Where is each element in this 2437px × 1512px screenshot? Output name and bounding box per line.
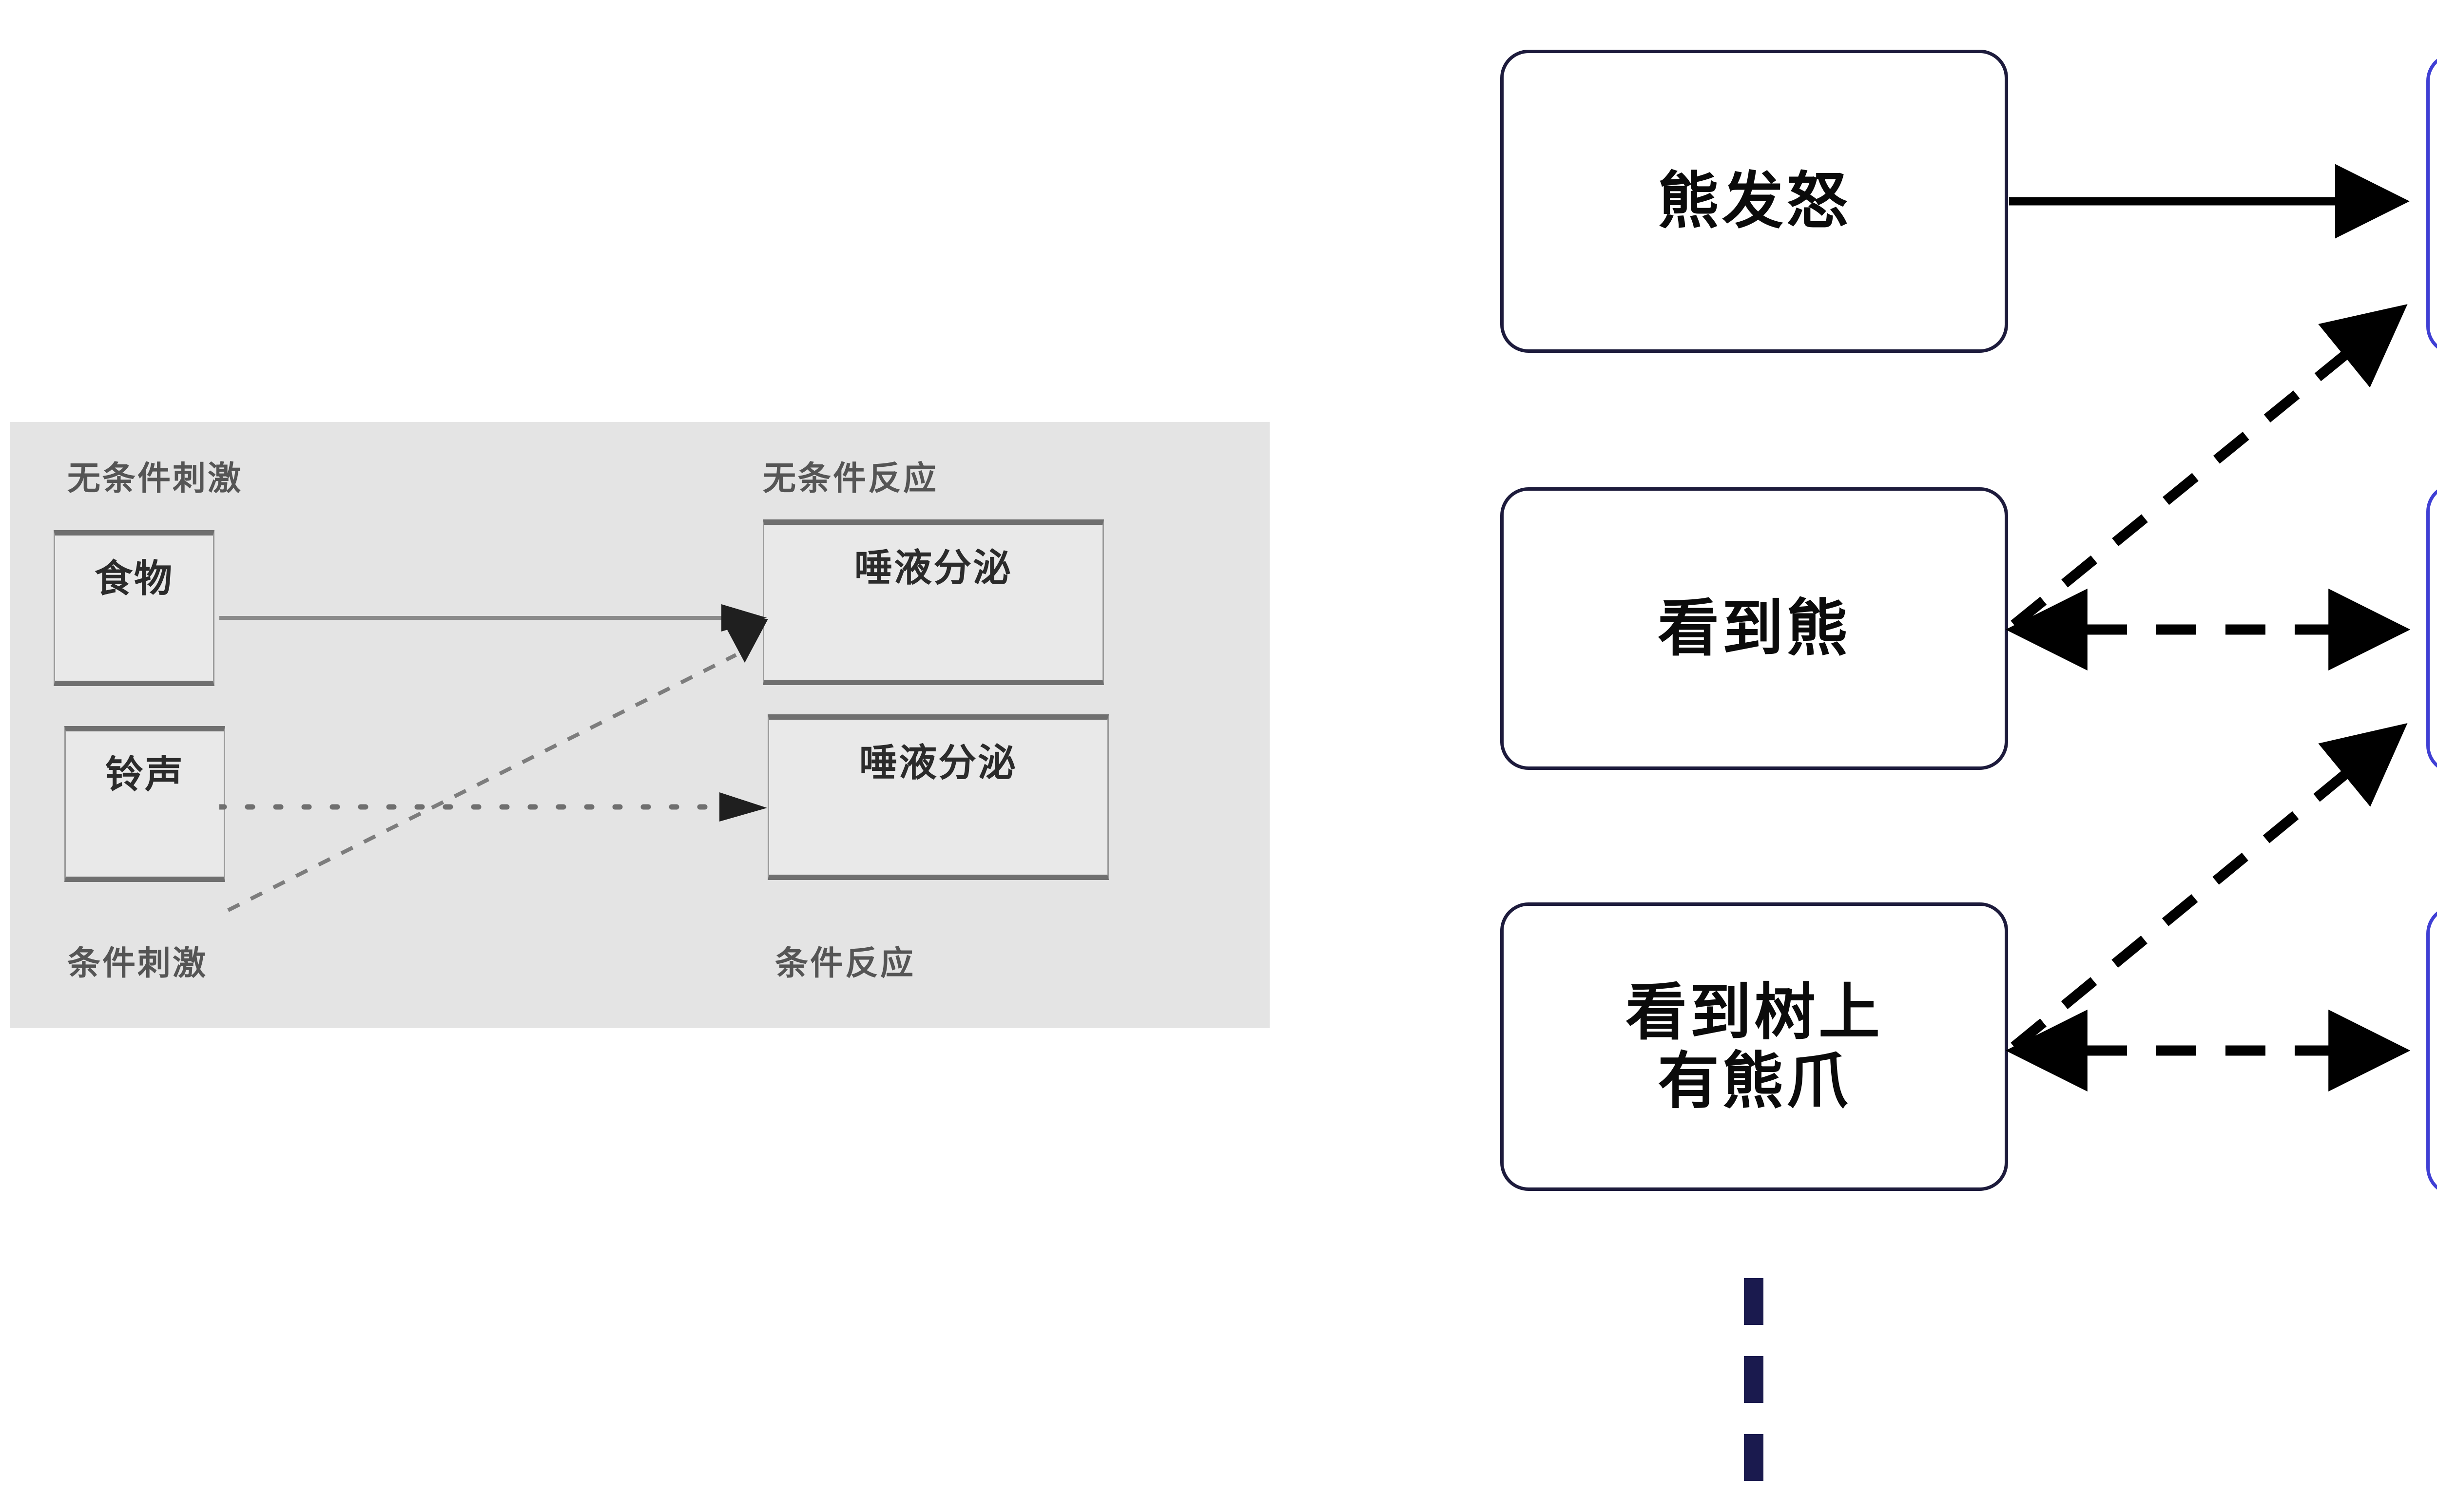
pavlov-box-bell: 铃声 (64, 726, 225, 882)
ellipsis-dot (1744, 1278, 1763, 1325)
label-unconditioned-stimulus: 无条件刺激 (67, 459, 243, 498)
ellipsis-dot (1744, 1356, 1763, 1403)
pavlov-box-salivation-top: 唾液分泌 (763, 519, 1104, 685)
pavlovian-conditioning-panel: 无条件刺激 无条件反应 条件刺激 条件反应 食物 唾液分泌 铃声 唾液分泌 (10, 422, 1270, 1028)
node-claw-line1: 看到树上 (1625, 976, 1883, 1048)
node-claw-on-tree[interactable]: 看到树上 有熊爪 (1500, 902, 2008, 1191)
node-claw-line2: 有熊爪 (1658, 1045, 1851, 1117)
node-reward[interactable]: 奖励 (2426, 53, 2437, 355)
node-v-s-prime[interactable]: V(s′) (2426, 483, 2437, 774)
ellipsis-left-column (1744, 1278, 1763, 1512)
node-bear-angry-label: 熊发怒 (1658, 165, 1851, 237)
node-see-bear[interactable]: 看到熊 (1500, 487, 2008, 770)
arrow-claw-to-v-s-prime (2011, 723, 2408, 1051)
arrow-bell-to-salivation-top (227, 619, 768, 912)
label-conditioned-response: 条件反应 (775, 944, 916, 983)
ellipsis-dot (1744, 1434, 1763, 1481)
label-unconditioned-response: 无条件反应 (763, 459, 939, 498)
arrow-bell-to-salivation-bottom (219, 792, 767, 822)
pavlov-box-salivation-bottom: 唾液分泌 (768, 714, 1109, 880)
node-claw-on-tree-label: 看到树上 有熊爪 (1625, 978, 1883, 1115)
label-conditioned-stimulus: 条件刺激 (67, 944, 208, 983)
node-see-bear-label: 看到熊 (1658, 593, 1851, 665)
arrow-see-bear-to-reward (2011, 304, 2408, 629)
pavlov-box-food: 食物 (54, 530, 214, 686)
node-v-s[interactable]: V(s) (2426, 905, 2437, 1196)
node-bear-angry[interactable]: 熊发怒 (1500, 50, 2008, 353)
